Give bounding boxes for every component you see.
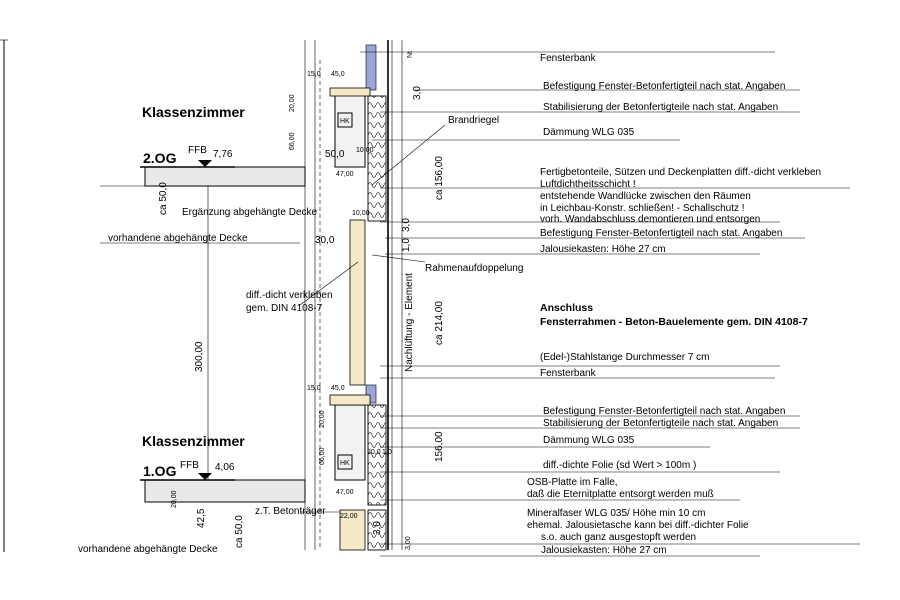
note-rahmenaufdoppelung: Rahmenaufdoppelung [425,263,523,274]
label-hk-upper: HK [340,118,350,125]
note-vorhandene-lower: vorhandene abgehängte Decke [78,544,218,555]
dim-3-bot: 3,00 [405,536,412,550]
note-befestigung-1: Befestigung Fenster-Betonfertigteil nach… [543,81,785,92]
note-osb-2: daß die Eternitplatte entsorgt werden mu… [527,489,714,500]
dim-47-low: 47,00 [336,489,354,496]
room-label-lower: Klassenzimmer [142,433,245,449]
note-betontraeger: z.T. Betonträger [255,506,326,517]
note-jalousie-1: Jalousiekasten: Höhe 27 cm [540,244,666,255]
level-1og-ffb: FFB [180,460,199,471]
level-1og-name: 1.OG [143,463,177,479]
dim-156-top: ca 156,00 [434,156,445,200]
note-stabilisierung-1: Stabilisierung der Betonfertigteile nach… [543,102,778,113]
note-osb-1: OSB-Platte im Falle, [527,477,618,488]
dim-1-mid: 1,0 [401,238,412,252]
dim-3-low: 3,0 [372,521,383,535]
note-fertig-2: Luftdichtheitsschicht ! [540,179,636,190]
glazing-top [365,44,377,91]
note-fertig-4: in Leichbau-Konstr. schließen! - Schalls… [540,203,745,214]
dim-15-top: 15,0 [307,71,321,78]
label-nachlueftung: Nachlüftung - Element [404,273,415,372]
dim-66-low: 66,00 [319,447,326,465]
level-2og-elevation: 7,76 [213,149,233,160]
dim-20-low: 20,00 [171,490,178,508]
note-befestigung-3: Befestigung Fenster-Betonfertigteil nach… [543,406,785,417]
note-stahlstange: (Edel-)Stahlstange Durchmesser 7 cm [540,352,710,363]
dim-45-top: 45,0 [331,71,345,78]
note-fertig-5: vorh. Wandabschluss demontieren und ents… [540,214,760,225]
window-frame-lower [339,509,366,551]
label-hk-lower: HK [340,460,350,467]
dim-47-top: 47,00 [336,171,354,178]
dim-10-a: 10,00 [356,147,374,154]
note-anschluss-1: Anschluss [540,302,593,314]
note-fertig-3: entstehende Wandlücke zwischen den Räume… [540,191,751,202]
window-frame-upper [349,219,366,386]
level-1og-elevation: 4,06 [215,462,235,473]
note-daemmung-1: Dämmung WLG 035 [543,127,635,138]
dim-top-mark: Nt [407,51,414,58]
level-2og-name: 2.OG [143,150,177,166]
dim-50-slab: 50,0 [325,149,345,160]
note-stabilisierung-2: Stabilisierung der Betonfertigteile nach… [543,418,778,429]
note-jalousie-2: Jalousiekasten: Höhe 27 cm [541,545,667,556]
dim-45-mid: 45,0 [331,385,345,392]
dim-156-low: 156,00 [434,431,445,462]
note-ergaenzung: Ergänzung abgehängte Decke [182,207,318,218]
note-fensterbank-top: Fensterbank [540,53,597,64]
note-diff-dicht-2: gem. DIN 4108-7 [246,303,323,314]
floor-slab-2og [144,166,306,187]
note-mineral-1: Mineralfaser WLG 035/ Höhe min 10 cm [527,508,705,519]
note-mineral-2: ehemal. Jalousietasche kann bei diff.-di… [527,520,749,531]
note-anschluss-2: Fensterrahmen - Beton-Bauelemente gem. D… [540,316,808,328]
precast-column-upper [334,93,366,168]
note-fertig-1: Fertigbetonteile, Sützen und Deckenplatt… [540,167,821,178]
dim-20-1: 20,0 [367,449,381,456]
note-folie: diff.-dichte Folie (sd Wert > 100m ) [543,460,696,471]
note-diff-dicht-1: diff.-dicht verkleben [246,290,333,301]
dim-50-low: ca 50,0 [234,515,245,548]
note-fensterbank-mid: Fensterbank [540,368,597,379]
dim-20-mid: 20,00 [319,410,326,428]
dim-15-mid: 15,0 [307,385,321,392]
dim-1-0: 1,0 [382,449,392,456]
dim-3-top: 3,0 [412,86,423,100]
dim-3-mid: 3,0 [401,218,412,232]
dim-300: 300,00 [194,341,205,372]
dim-10-b: 10,00 [352,210,370,217]
dim-42: 42,5 [196,508,207,528]
level-2og-ffb: FFB [188,145,207,156]
dim-214: ca 214,00 [434,301,445,345]
dim-50-ca: ca 50,0 [158,182,169,215]
floor-slab-1og [144,479,306,503]
dim-22: 22,00 [340,513,358,520]
insulation-bottom [367,509,387,551]
glazing-mid [365,384,377,404]
note-vorhandene-upper: vorhandene abgehängte Decke [108,233,248,244]
dim-66-top: 66,00 [289,132,296,150]
dim-20-top: 20,00 [289,94,296,112]
note-befestigung-2: Befestigung Fenster-Betonfertigteil nach… [540,228,782,239]
note-daemmung-2: Dämmung WLG 035 [543,435,635,446]
note-mineral-3: s.o. auch ganz ausgestopft werden [541,532,696,543]
note-brandriegel: Brandriegel [448,115,499,126]
insulation-lower [367,404,387,506]
insulation-upper [367,95,387,222]
dim-30: 30,0 [315,235,335,246]
room-label-upper: Klassenzimmer [142,104,245,120]
